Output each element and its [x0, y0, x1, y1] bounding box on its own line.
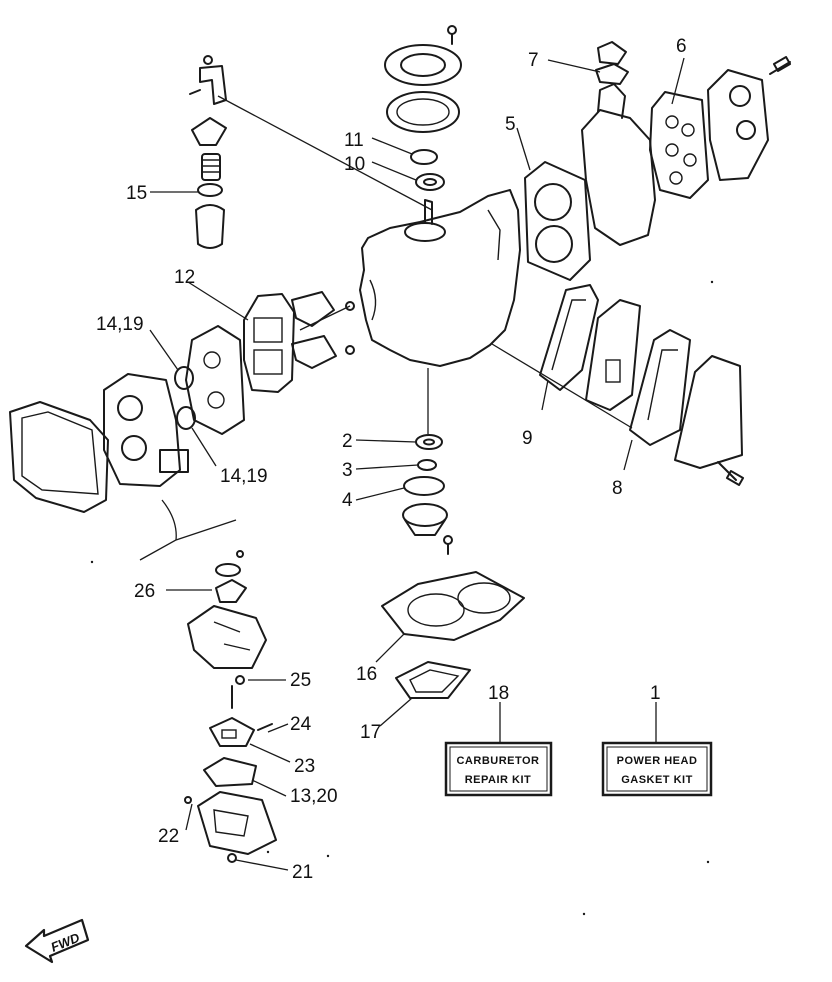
- powerhead-kit-line2: GASKET KIT: [621, 774, 693, 786]
- callout-5: 5: [505, 114, 516, 135]
- intake-silencer: [9, 401, 109, 513]
- callout-18: 18: [488, 683, 509, 704]
- callout-6: 6: [676, 36, 687, 57]
- callout-2: 2: [342, 431, 353, 452]
- float-21: [209, 717, 255, 747]
- carb-body-lower: [187, 605, 267, 669]
- cover-gasket-7: [595, 41, 629, 85]
- seal-3: [417, 459, 437, 471]
- needle-23: [231, 675, 245, 709]
- fuel-pump-assembly: [189, 55, 227, 249]
- callout-22: 24: [290, 714, 312, 735]
- lower-seal-housing: [402, 503, 453, 555]
- carburetor-body: [103, 373, 189, 487]
- callout-13-20: 13,20: [290, 786, 338, 807]
- o-ring-11: [410, 149, 438, 165]
- side-cover-plate: [674, 355, 745, 486]
- callout-8: 8: [612, 478, 623, 499]
- callout-14-19-b: 14,19: [220, 466, 268, 487]
- callout-23: 25: [290, 670, 311, 691]
- float-gasket-13-20: [203, 757, 257, 787]
- gasket-9: [539, 284, 599, 391]
- cylinder-head: [581, 83, 656, 246]
- callout-1: 1: [650, 683, 661, 704]
- cylinder-block: [359, 189, 521, 367]
- callout-3: 3: [342, 460, 353, 481]
- callout-24: 26: [134, 581, 155, 602]
- callout-4: 4: [342, 490, 353, 511]
- callout-16: 16: [356, 664, 377, 685]
- intake-manifold: [185, 325, 245, 435]
- gasket-8: [629, 329, 691, 446]
- callout-9: 9: [522, 428, 533, 449]
- carburetor-repair-kit-box: CARBURETOR REPAIR KIT: [444, 741, 553, 797]
- callout-15: 15: [126, 183, 147, 204]
- top-oil-seal-cover: [384, 25, 462, 133]
- fwd-arrow-icon: FWD: [24, 918, 90, 964]
- exhaust-cover: [707, 56, 792, 181]
- gasket-17: [395, 661, 471, 699]
- callout-17: 17: [360, 722, 381, 743]
- bearing-2: [415, 434, 443, 450]
- callout-7: 7: [528, 50, 539, 71]
- gasket-14-19-upper: [174, 366, 194, 390]
- reed-valves: [291, 291, 355, 369]
- reed-valve-plate-12: [243, 293, 295, 393]
- power-head-gasket-kit-box: POWER HEAD GASKET KIT: [601, 741, 713, 797]
- float-pin-22: [257, 723, 273, 731]
- head-gasket-5: [524, 161, 591, 281]
- callout-14-19-a: 14,19: [96, 314, 144, 335]
- callout-26: 22: [158, 826, 179, 847]
- callout-12: 12: [174, 267, 195, 288]
- carb-top-gasket-24: [215, 550, 247, 603]
- scan-dots: [90, 280, 714, 916]
- callout-11: 11: [344, 130, 364, 151]
- bypass-cover: [585, 299, 641, 411]
- exhaust-gasket-6: [649, 91, 709, 199]
- callout-10: 10: [344, 154, 365, 175]
- gasket-14-19-lower: [176, 406, 196, 430]
- bearing-10: [415, 173, 445, 191]
- carburetor-kit-line2: REPAIR KIT: [465, 774, 532, 786]
- carburetor-kit-line1: CARBURETOR: [456, 755, 539, 767]
- gasket-16: [381, 571, 525, 641]
- powerhead-kit-line1: POWER HEAD: [617, 755, 698, 767]
- callout-21: 23: [294, 756, 315, 777]
- float-chamber: [184, 791, 277, 863]
- leader-lines: [149, 57, 685, 871]
- callout-25: 21: [292, 862, 313, 883]
- o-ring-4: [403, 476, 445, 496]
